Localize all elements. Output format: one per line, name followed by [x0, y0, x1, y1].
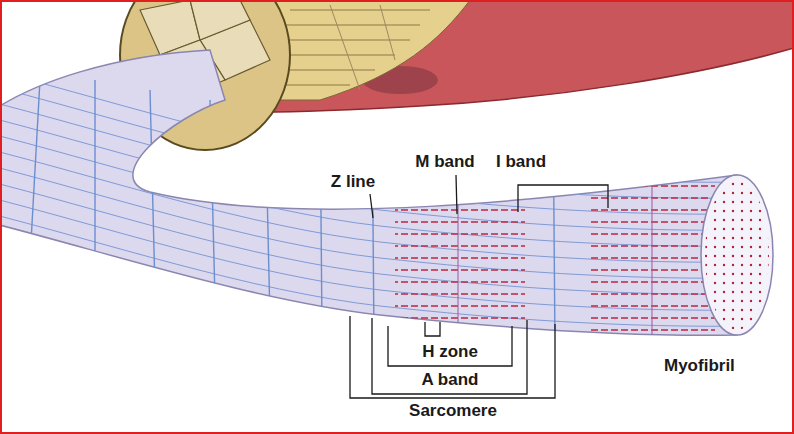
- leader-line: [456, 175, 457, 214]
- part-label: M band: [415, 152, 475, 172]
- leader-line: [370, 194, 373, 218]
- bracket: [388, 326, 512, 366]
- part-label: Myofibril: [664, 356, 735, 376]
- bracket: [518, 185, 608, 212]
- part-label: A band: [422, 370, 479, 390]
- part-label: I band: [496, 152, 546, 172]
- bracket: [372, 318, 527, 394]
- bracket: [425, 322, 440, 336]
- part-label: H zone: [422, 342, 478, 362]
- bracket: [350, 316, 555, 398]
- myofibril-end: [701, 175, 773, 335]
- part-label: Z line: [331, 172, 375, 192]
- part-label: Sarcomere: [409, 401, 497, 421]
